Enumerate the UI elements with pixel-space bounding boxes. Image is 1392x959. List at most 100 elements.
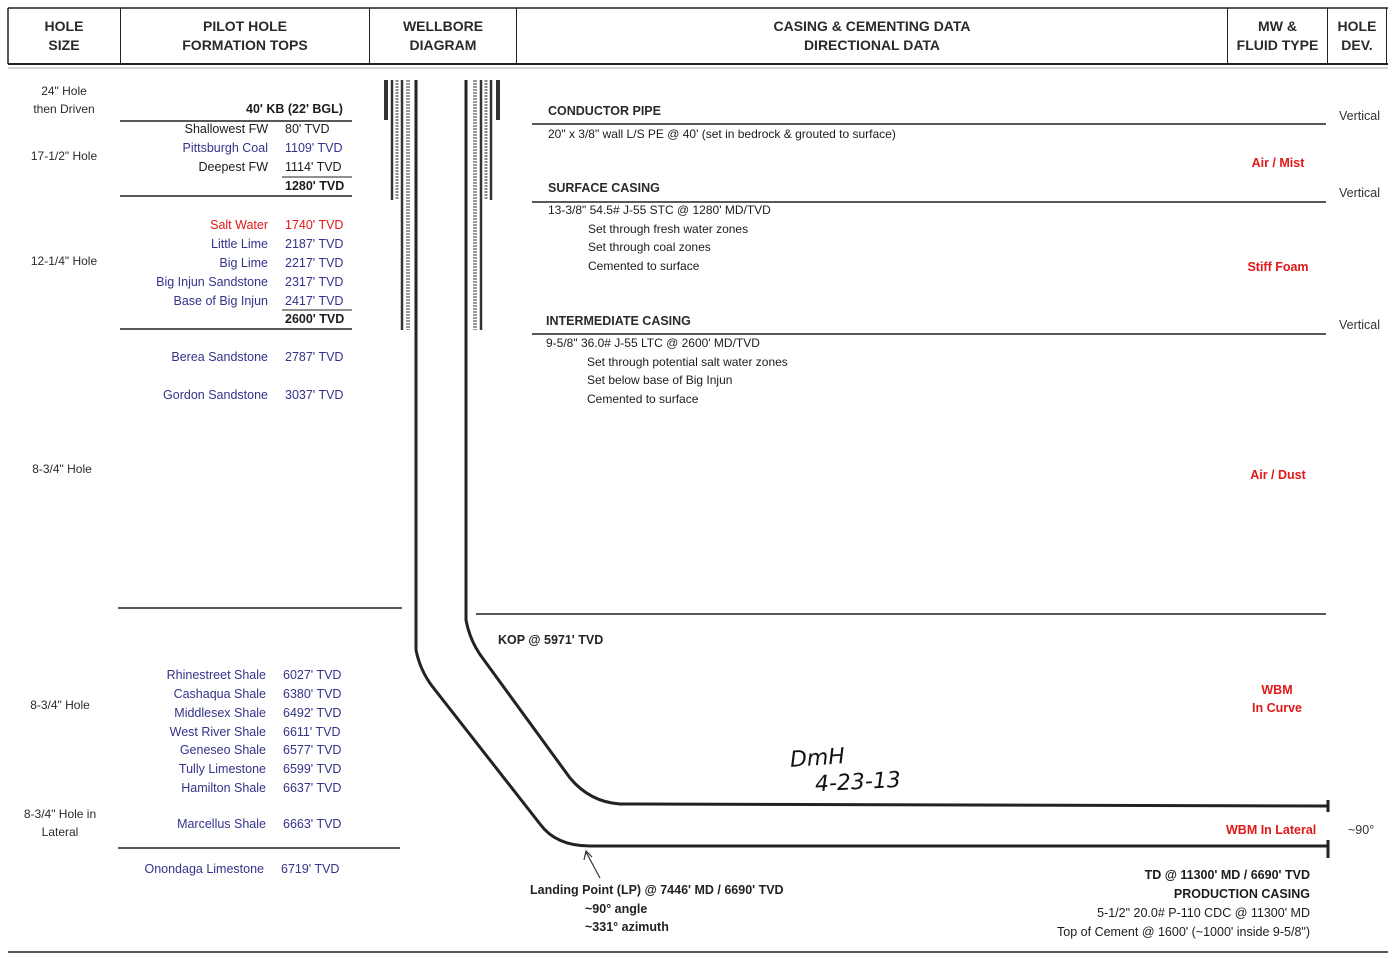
formation-name: Hamilton Shale [181,781,266,795]
header-formation-line2: FORMATION TOPS [182,37,308,53]
dev-vertical-1: Vertical [1339,109,1380,123]
hole-size-8-curve-line: 8-3/4" Hole [30,698,90,712]
hole-size-17-line: 17-1/2" Hole [30,149,98,163]
hole-size-8-lateral-line1: 8-3/4" Hole in [23,807,97,821]
formation-name: Geneseo Shale [179,743,266,757]
header-casing-line1: CASING & CEMENTING DATA [773,18,971,34]
intermediate-detail-1: Set through potential salt water zones [587,355,788,369]
formation-name: Big Lime [219,256,268,270]
surface-detail-2: Set through coal zones [588,240,711,254]
formation-name: Middlesex Shale [174,706,266,720]
hole-size-12-line: 12-1/4" Hole [30,254,98,268]
intermediate-detail-spec: 9-5/8" 36.0# J-55 LTC @ 2600' MD/TVD [546,336,760,350]
formation-name: Berea Sandstone [171,350,268,364]
header-fluid-line1: MW & [1258,18,1297,34]
hole-size-17: 17-1/2" Hole [20,147,108,165]
formation-tvd: 2317' TVD [285,275,344,289]
dev-lateral: ~90° [1348,823,1375,837]
formation-tvd: 2787' TVD [285,350,344,364]
handwritten-initials: DmH [789,744,846,773]
surface-title: SURFACE CASING [548,181,660,195]
handwritten-date: 4-23-13 [814,767,902,798]
formation-name: Base of Big Injun [173,294,268,308]
formation-tvd: 2417' TVD [285,294,344,308]
wellbore-inner-line [464,80,1329,808]
formation-tvd: 6380' TVD [283,687,342,701]
header-dev-line2: DEV. [1341,37,1373,53]
hole-size-8-lateral: 8-3/4" Hole in Lateral [14,805,106,841]
header-casing-data: CASING & CEMENTING DATA DIRECTIONAL DATA [517,8,1228,64]
conductor-title: CONDUCTOR PIPE [548,104,661,118]
header-hole-size-line1: HOLE [44,18,84,34]
surface-detail-spec: 13-3/8" 54.5# J-55 STC @ 1280' MD/TVD [548,203,771,217]
formation-tvd: 6663' TVD [283,817,342,831]
intermediate-detail-3: Cemented to surface [587,392,699,406]
header-fluid-type: MW &FLUID TYPE [1228,8,1328,64]
dev-vertical-3: Vertical [1339,318,1380,332]
formation-tvd: 6599' TVD [283,762,342,776]
landing-point-angle: ~90° angle [585,902,648,916]
header-hole-size: HOLE SIZE [8,8,121,64]
formation-tvd: 2187' TVD [285,237,344,251]
conductor-detail: 20" x 3/8" wall L/S PE @ 40' (set in bed… [548,127,896,141]
formation-name: Little Lime [211,237,268,251]
hole-size-12: 12-1/4" Hole [20,252,108,270]
formation-name: Onondaga Limestone [144,862,264,876]
conductor-casing-left [384,80,388,120]
formation-tvd: 6611' TVD [283,725,341,739]
landing-point-arrowhead [583,849,593,861]
formation-name: Salt Water [210,218,268,232]
formation-tvd: 80' TVD [285,122,330,136]
production-casing-title: PRODUCTION CASING [1173,887,1310,901]
hole-size-24-line2: then Driven [33,102,95,116]
hole-size-24-line1: 24" Hole [41,84,87,98]
formation-name: Deepest FW [198,160,268,174]
intermediate-title: INTERMEDIATE CASING [546,314,691,328]
landing-point-azimuth: ~331° azimuth [585,920,669,934]
header-hole-size-line2: SIZE [48,37,80,53]
formation-tvd: 1740' TVD [285,218,344,232]
formation-name: Big Injun Sandstone [156,275,268,289]
header-dev-line1: HOLE [1337,18,1377,34]
header-casing-line2: DIRECTIONAL DATA [803,37,941,53]
fluid-stiff-foam: Stiff Foam [1247,260,1309,274]
top-of-cement: Top of Cement @ 1600' (~1000' inside 9-5… [1057,925,1310,939]
dev-vertical-2: Vertical [1339,186,1380,200]
surface-detail-3: Cemented to surface [588,259,700,273]
header-formation-line1: PILOT HOLE [202,18,287,34]
formation-tvd: 3037' TVD [285,388,344,402]
formation-name: Cashaqua Shale [173,687,266,701]
kop-label: KOP @ 5971' TVD [498,633,604,647]
surface-detail-1: Set through fresh water zones [588,222,749,236]
formation-name: Pittsburgh Coal [182,141,268,155]
formation-tvd: 6027' TVD [283,668,342,682]
fluid-wbm-curve-2: In Curve [1251,701,1302,715]
wellbore-outer-line [414,80,1328,848]
td-label: TD @ 11300' MD / 6690' TVD [1144,868,1310,882]
fluid-air-mist: Air / Mist [1251,156,1305,170]
header-wellbore-line2: DIAGRAM [409,37,477,53]
formation-tvd: 1109' TVD [285,141,343,155]
production-casing-spec: 5-1/2" 20.0# P-110 CDC @ 11300' MD [1097,906,1310,920]
hole-size-8-vertical: 8-3/4" Hole [18,460,106,478]
formation-tvd: 6492' TVD [283,706,342,720]
hole-size-8-vertical-line: 8-3/4" Hole [32,462,92,476]
formation-tvd: 6637' TVD [283,781,342,795]
formation-tvd: 6719' TVD [281,862,340,876]
landing-point-arrow [585,851,601,879]
hole-size-8-lateral-line2: Lateral [41,825,79,839]
hole-size-8-curve: 8-3/4" Hole [16,696,104,714]
fluid-wbm-lateral: WBM In Lateral [1226,823,1317,837]
hole-size-24: 24" Hole then Driven [20,82,108,118]
intermediate-casing-depth: 2600' TVD [285,312,345,326]
formation-name: Rhinestreet Shale [166,668,266,682]
formation-name: Shallowest FW [184,122,268,136]
formation-tvd: 2217' TVD [285,256,344,270]
conductor-casing-right [496,80,500,120]
formation-tvd: 1114' TVD [285,160,342,174]
formation-name: West River Shale [169,725,266,739]
kb-label: 40' KB (22' BGL) [246,102,343,116]
formation-tvd: 6577' TVD [283,743,342,757]
header-wellbore-line1: WELLBORE [402,18,484,34]
